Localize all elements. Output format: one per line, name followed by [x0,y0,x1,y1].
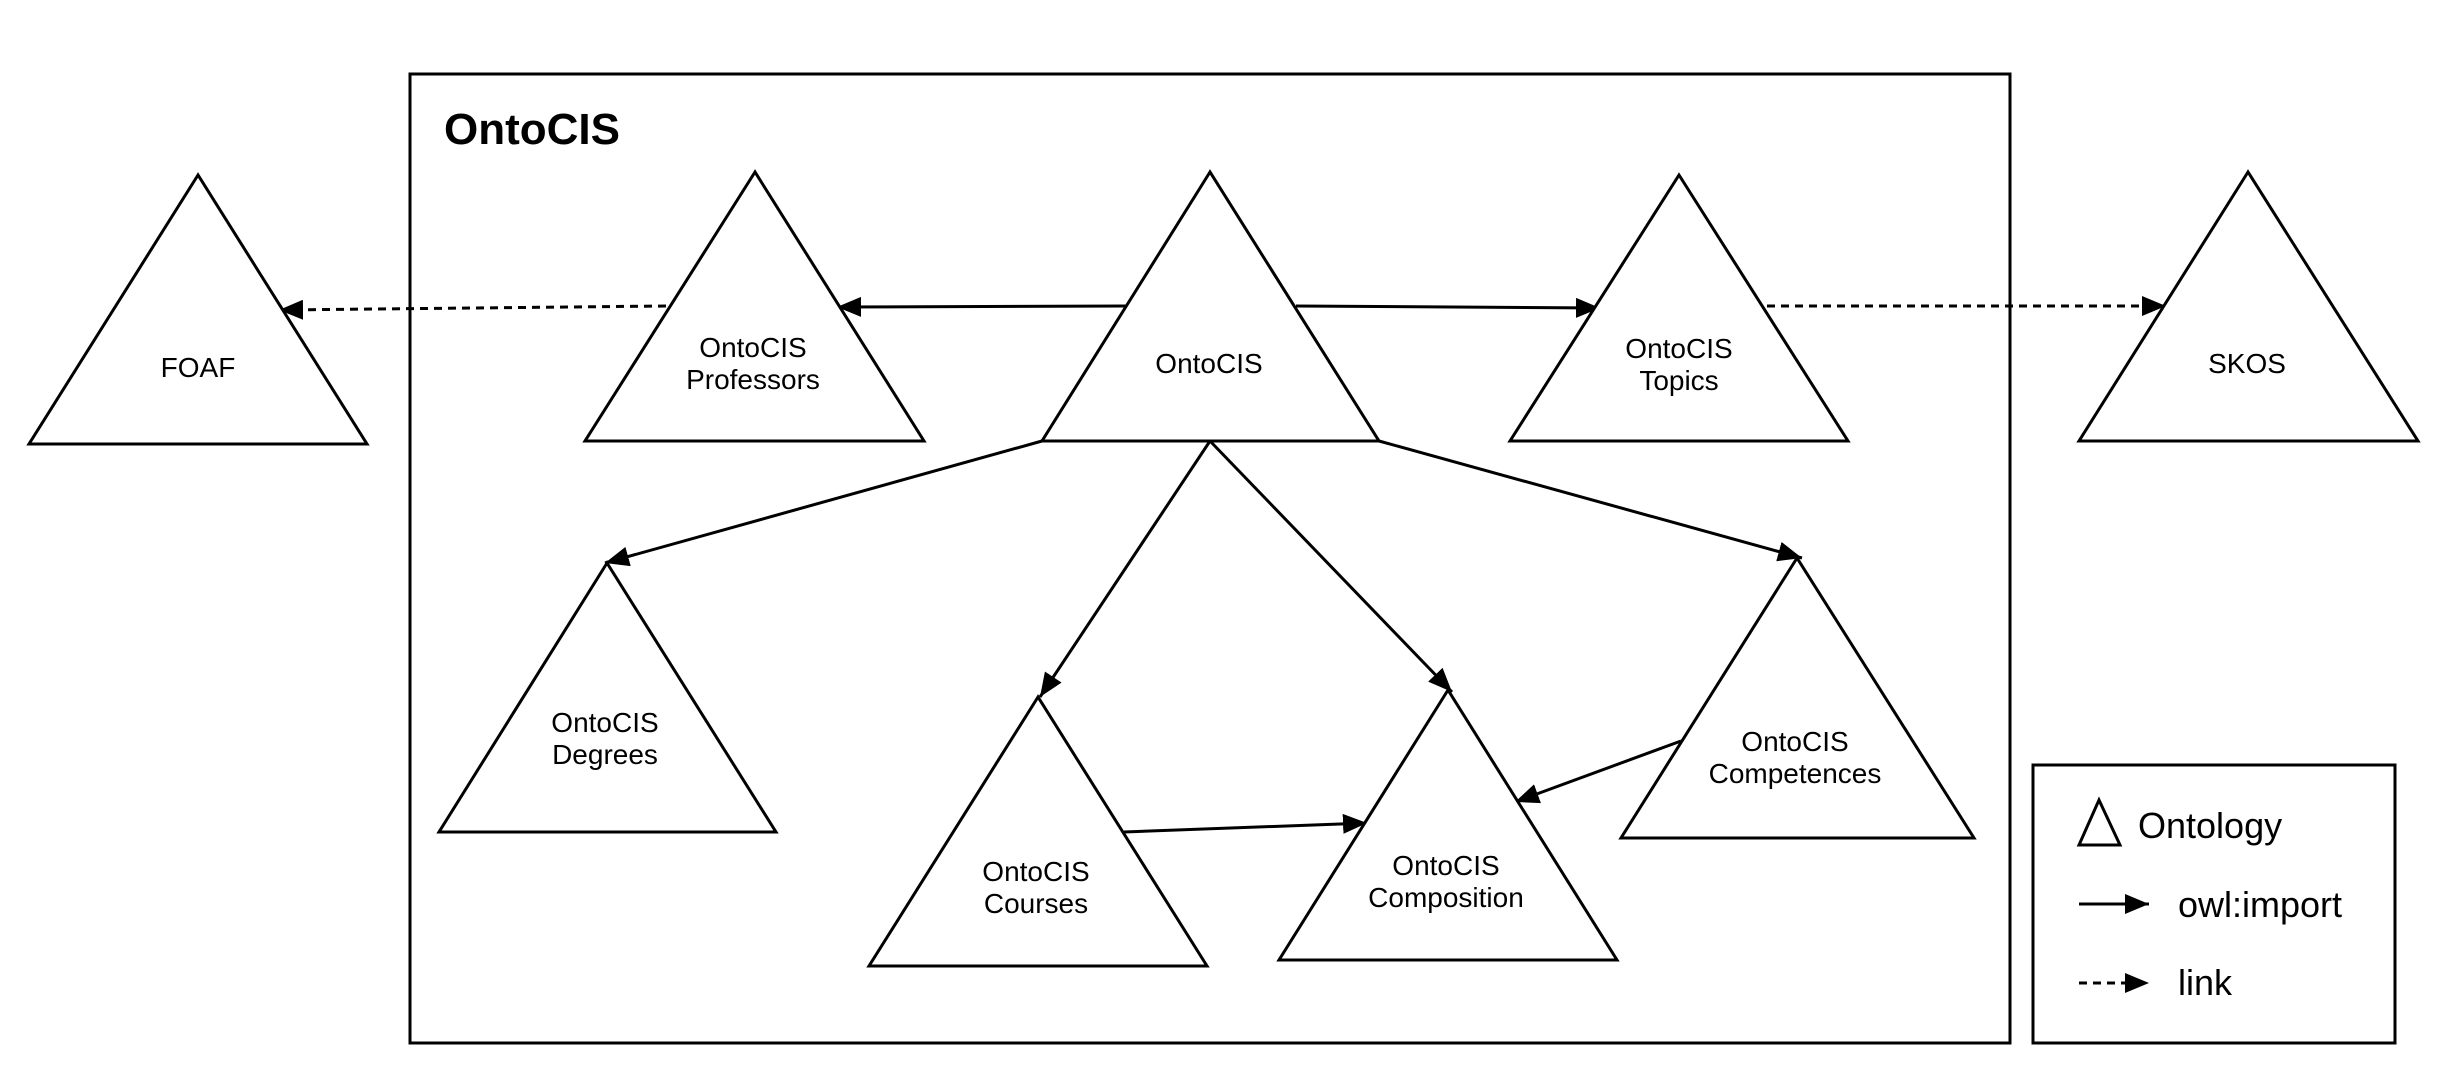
edge-core-competences [1378,439,1803,562]
node-skos: SKOS [2076,169,2421,443]
edge-professors-foaf [278,299,667,320]
legend-box [2031,763,2397,1045]
edges [278,296,2166,834]
node-label: Professors [686,364,820,395]
node-label: OntoCIS [982,856,1089,887]
node-topics: OntoCIS Topics [1507,172,1851,443]
node-degrees: OntoCIS Degrees [436,560,779,834]
ontology-legend-icon [2076,796,2123,847]
ontology-triangle [2076,169,2421,443]
ontocis-container [408,72,2012,1045]
ontology-triangle [436,560,779,834]
node-foaf: FOAF [26,172,370,446]
legend-import-label: owl:import [2178,884,2342,925]
ontology-triangle [1618,555,1977,840]
node-label: FOAF [161,352,236,383]
node-label: Composition [1368,882,1524,913]
node-label: OntoCIS [551,707,658,738]
node-label: OntoCIS [1625,333,1732,364]
legend: Ontology owl:import link [2031,763,2397,1045]
ontology-triangle [1039,169,1382,443]
edge-core-topics [1295,297,1601,318]
node-professors: OntoCIS Professors [582,169,927,443]
node-label: Competences [1709,758,1882,789]
legend-link-label: link [2178,962,2233,1003]
node-label: Degrees [552,739,658,770]
edge-competences-composition [1514,739,1682,804]
edge-core-degrees [604,439,1043,567]
container-title: OntoCIS [444,105,620,154]
edge-courses-composition [1123,813,1368,834]
legend-ontology-label: Ontology [2138,805,2282,846]
node-label: OntoCIS [1741,726,1848,757]
ontology-triangle [1507,172,1851,443]
edge-core-courses [1038,440,1212,698]
node-competences: OntoCIS Competences [1618,555,1977,840]
ontology-triangle [582,169,927,443]
node-label: Topics [1639,365,1718,396]
node-label: OntoCIS [1392,850,1499,881]
node-label: OntoCIS [1155,348,1262,379]
node-core: OntoCIS [1039,169,1382,443]
node-composition: OntoCIS Composition [1276,687,1620,962]
ontology-triangle [1276,687,1620,962]
node-courses: OntoCIS Courses [866,694,1210,968]
node-label: Courses [984,888,1088,919]
ontology-triangle [26,172,370,446]
node-label: OntoCIS [699,332,806,363]
edge-core-composition [1208,439,1454,694]
ontology-triangle [866,694,1210,968]
node-label: SKOS [2208,348,2286,379]
edge-core-professors [836,296,1127,317]
